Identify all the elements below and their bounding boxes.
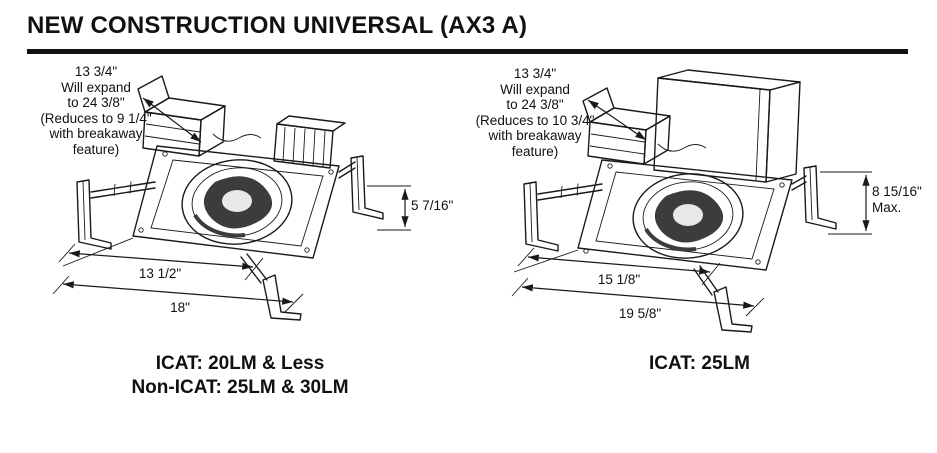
figure-caption: ICAT: 20LM & Less Non-ICAT: 25LM & 30LM	[131, 353, 349, 398]
hanger-bar-right	[791, 165, 837, 230]
dim-label-inner-width: 15 1/8"	[597, 272, 641, 287]
wiring	[212, 133, 262, 142]
dim-label-height: 5 7/16"	[411, 198, 454, 213]
wiring	[657, 143, 707, 152]
expand-note: 13 3/4" Will expand to 24 3/8" (Reduces …	[475, 66, 595, 159]
dim-label-inner-width: 13 1/2"	[138, 266, 182, 281]
hanger-bar-front	[240, 253, 302, 321]
hanger-bar-left	[76, 179, 156, 250]
plaster-frame	[577, 159, 793, 271]
hanger-bar-front	[693, 265, 753, 333]
expand-note: 13 3/4" Will expand to 24 3/8" (Reduces …	[40, 64, 152, 157]
hanger-bar-right	[338, 155, 384, 220]
dim-label-outer-width: 18"	[170, 300, 190, 315]
housing-drawing-right	[511, 69, 872, 333]
dimension-lines	[511, 99, 872, 317]
hanger-bar-left	[523, 181, 603, 252]
tall-housing-box	[653, 69, 801, 183]
driver-box	[273, 115, 346, 169]
plaster-frame	[132, 145, 340, 259]
page-title: NEW CONSTRUCTION UNIVERSAL (AX3 A)	[27, 12, 528, 39]
dimension-lines	[52, 97, 411, 313]
reflector-aperture	[632, 173, 744, 259]
figure-icat-20lm: 13 3/4" Will expand to 24 3/8" (Reduces …	[15, 60, 465, 453]
dim-label-outer-width: 19 5/8"	[618, 306, 662, 321]
housing-drawing-left	[52, 75, 411, 321]
figure-caption: ICAT: 25LM	[649, 353, 750, 374]
figure-icat-25lm: 13 3/4" Will expand to 24 3/8" (Reduces …	[462, 60, 937, 453]
title-underline-rule	[27, 49, 908, 54]
reflector-aperture	[181, 159, 293, 245]
dim-label-height: 8 15/16" Max.	[872, 184, 922, 215]
